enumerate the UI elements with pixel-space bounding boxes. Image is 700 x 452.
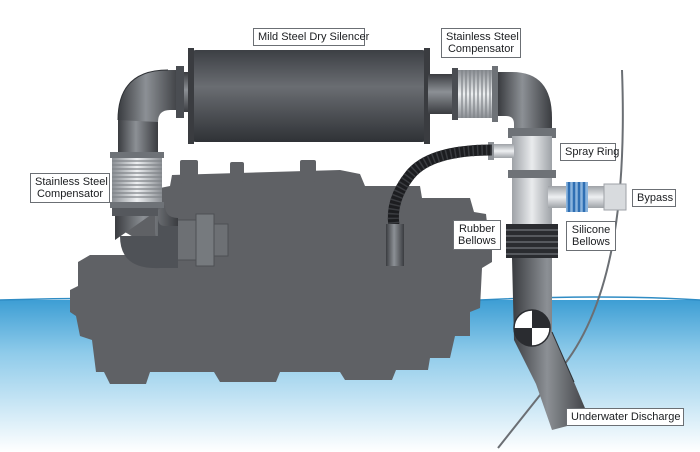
spray-ring-section — [488, 128, 556, 178]
silencer-inlet-flange — [176, 66, 184, 118]
label-bypass-text: Bypass — [637, 192, 674, 204]
label-compensator-left: Stainless Steel Compensator — [30, 173, 110, 203]
label-compensator-right-line2: Compensator — [447, 43, 515, 55]
silencer-outlet-pipe — [428, 74, 456, 114]
label-spray-ring: Spray Ring — [560, 143, 620, 161]
hose-fitting — [386, 224, 404, 266]
spray-riser-pipe — [512, 178, 552, 226]
label-compensator-right-line1: Stainless Steel — [446, 31, 519, 43]
right-compensator-bellows — [458, 66, 498, 122]
label-compensator-right: Stainless Steel Compensator — [441, 28, 521, 58]
rubber-bellows — [506, 224, 558, 258]
top-right-elbow — [498, 72, 552, 132]
silicone-bellows — [566, 182, 588, 212]
discharge-valve-symbol — [513, 309, 551, 347]
label-dry-silencer: Mild Steel Dry Silencer — [253, 28, 370, 46]
label-spray-ring-text: Spray Ring — [565, 146, 620, 158]
top-left-elbow — [118, 70, 180, 122]
label-underwater-discharge-text: Underwater Discharge — [571, 411, 681, 423]
left-compensator-bellows — [110, 152, 164, 208]
label-compensator-left-line1: Stainless Steel — [35, 176, 108, 188]
label-silicone-bellows-line1: Silicone — [571, 224, 611, 236]
label-bypass: Bypass — [632, 189, 676, 207]
label-rubber-bellows: Rubber Bellows — [453, 220, 501, 250]
hull-line — [497, 69, 624, 449]
left-riser-pipe — [112, 200, 178, 269]
label-compensator-left-line2: Compensator — [36, 188, 104, 200]
dry-silencer-body — [190, 50, 428, 142]
label-silicone-bellows-line2: Bellows — [572, 236, 610, 248]
label-dry-silencer-text: Mild Steel Dry Silencer — [258, 31, 370, 43]
label-silicone-bellows: Silicone Bellows — [566, 221, 616, 251]
label-rubber-bellows-line1: Rubber — [458, 223, 496, 235]
label-underwater-discharge: Underwater Discharge — [566, 408, 684, 426]
label-rubber-bellows-line2: Bellows — [458, 235, 496, 247]
underwater-discharge-pipe — [512, 258, 590, 430]
